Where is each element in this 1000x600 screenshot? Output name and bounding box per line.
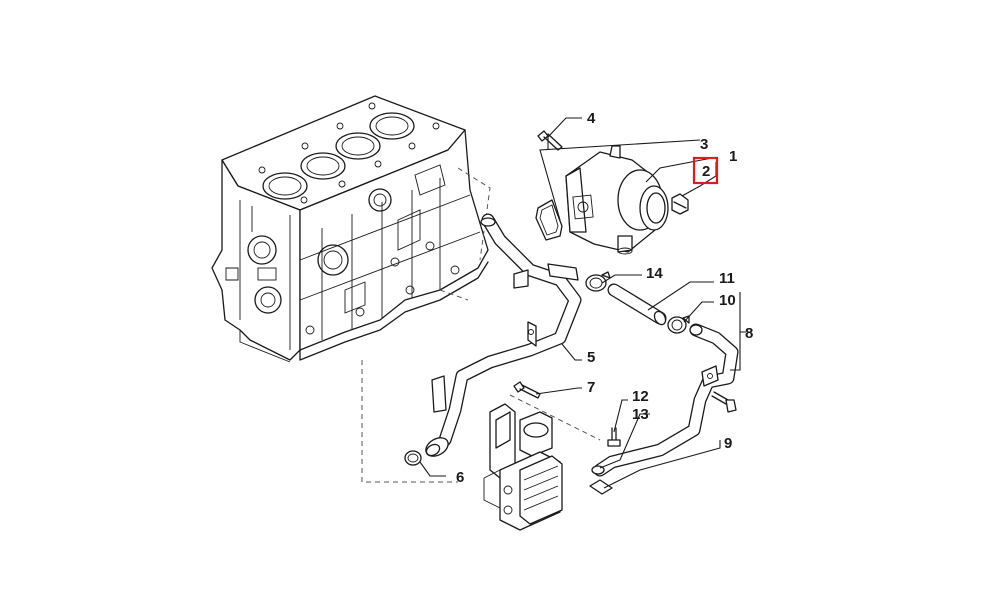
callout-label-6: 6 <box>456 469 464 486</box>
callout-label-7: 7 <box>587 379 595 396</box>
oil-filter-cooler-module <box>483 403 563 531</box>
callout-label-1: 1 <box>729 148 737 165</box>
callout-label-14: 14 <box>646 265 663 282</box>
callout-label-8: 8 <box>745 325 753 342</box>
screw-7 <box>513 381 541 399</box>
assembly-guide-lines <box>361 167 601 483</box>
callout-label-2: 2 <box>702 163 710 180</box>
housing-gasket <box>535 199 563 241</box>
callout-label-10: 10 <box>719 292 736 309</box>
callout-label-13: 13 <box>632 406 649 423</box>
thermostat-housing <box>565 145 669 255</box>
screw-4 <box>537 130 563 151</box>
hose-clamp-14 <box>585 271 611 292</box>
callout-label-5: 5 <box>587 349 595 366</box>
coolant-pipe-5 <box>425 213 582 457</box>
sensor-2 <box>671 193 689 215</box>
callout-label-4: 4 <box>587 110 596 127</box>
callout-label-3: 3 <box>700 136 708 153</box>
coolant-pipe-8 <box>593 323 739 477</box>
hose-11 <box>607 283 667 326</box>
callout-label-12: 12 <box>632 388 649 405</box>
stud-12 <box>607 427 621 447</box>
callout-label-11: 11 <box>719 270 735 287</box>
callout-label-9: 9 <box>724 435 732 452</box>
o-ring-6 <box>404 450 422 466</box>
bolt-13 <box>711 391 737 413</box>
engine-block <box>211 95 489 363</box>
callout-highlight-box <box>692 156 719 185</box>
hose-clamp-10 <box>667 315 690 334</box>
callout-labels: 1 2 3 4 5 6 7 8 9 10 11 12 13 14 <box>456 110 753 486</box>
